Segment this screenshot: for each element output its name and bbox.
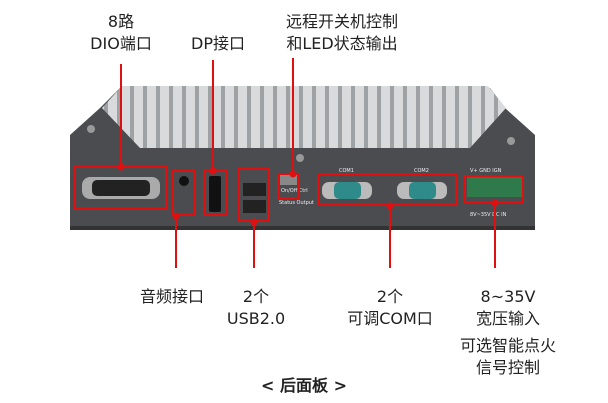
com-type-label: 可调COM口: [347, 309, 433, 328]
com-count-label: 2个: [376, 287, 404, 306]
led-status-label: 和LED状态输出: [286, 34, 398, 53]
terminal-print: V+ GND IGN: [470, 168, 502, 174]
dp-port-label: DP接口: [191, 34, 245, 53]
com2-print: COM2: [414, 168, 429, 174]
com1-print: COM1: [339, 168, 354, 174]
remote-highlight: [277, 173, 300, 199]
usb-count-label: 2个: [242, 287, 270, 306]
dp-leader-line: [212, 60, 214, 170]
caption: < 后面板 >: [261, 376, 347, 395]
dio-count-label: 8路: [107, 12, 135, 31]
status-print: Status Output: [279, 200, 314, 206]
audio-highlight: [172, 170, 196, 216]
onoff-print: On/Off Ctrl: [281, 188, 308, 194]
com1-port: [334, 182, 361, 199]
dcin-print: 8V~35V DC IN: [470, 212, 507, 218]
ignition-signal-label: 信号控制: [475, 358, 541, 377]
power-leader-line: [494, 203, 496, 268]
power-terminal: [467, 177, 522, 197]
onoff-connector: [280, 175, 297, 185]
remote-leader-line: [292, 58, 294, 173]
dio-port-label: DIO端口: [90, 34, 152, 53]
heatsink: [102, 86, 506, 148]
ignition-label: 可选智能点火: [459, 336, 557, 355]
com2-port: [409, 182, 436, 199]
audio-jack: [179, 176, 189, 186]
usb-type-label: USB2.0: [226, 309, 286, 328]
com-leader-line: [389, 206, 391, 268]
audio-leader-line: [175, 216, 177, 268]
dio-connector: [92, 180, 150, 196]
com-highlight: [317, 173, 457, 206]
dp-port: [209, 176, 221, 212]
usb-highlight: [238, 168, 270, 222]
usb-leader-line: [253, 222, 255, 268]
dio-highlight: [74, 166, 167, 209]
usb-port-2: [243, 200, 266, 213]
voltage-label: 8~35V: [480, 287, 536, 306]
audio-label: 音频接口: [139, 287, 205, 306]
wide-input-label: 宽压输入: [475, 309, 541, 328]
dio-leader-line: [120, 64, 122, 166]
dp-highlight: [203, 170, 227, 216]
remote-control-label: 远程开关机控制: [285, 12, 399, 31]
usb-port-1: [243, 183, 266, 196]
